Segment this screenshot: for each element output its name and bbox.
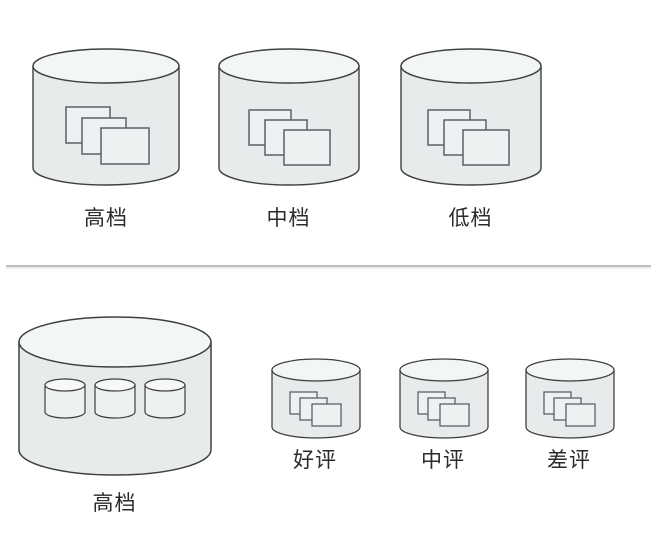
cylinder-label-bottom-big: 高档 xyxy=(92,492,137,515)
document-icon-3 xyxy=(311,403,342,427)
document-icon-3 xyxy=(439,403,470,427)
document-icon-3 xyxy=(565,403,596,427)
cylinder-bottom-big[interactable] xyxy=(18,316,212,476)
document-icon-3 xyxy=(462,129,510,166)
inner-cylinder-top xyxy=(44,378,86,392)
inner-cylinder-2 xyxy=(94,378,136,419)
cylinder-top-ellipse xyxy=(18,316,212,368)
document-stack-icon xyxy=(417,391,470,427)
cylinder-bottom-1[interactable] xyxy=(271,358,361,439)
inner-cylinder-body xyxy=(44,384,86,419)
inner-cylinder-1 xyxy=(44,378,86,419)
inner-cylinder-body xyxy=(94,384,136,419)
document-stack-icon xyxy=(248,109,331,166)
inner-cylinder-top xyxy=(144,378,186,392)
cylinder-label-top-3: 低档 xyxy=(448,207,493,230)
inner-cylinder-top xyxy=(94,378,136,392)
inner-cylinder-3 xyxy=(144,378,186,419)
cylinder-top-ellipse xyxy=(399,358,489,382)
cylinder-label-top-1: 高档 xyxy=(84,207,128,230)
cylinder-bottom-3[interactable] xyxy=(525,358,615,439)
cylinder-top-3[interactable] xyxy=(400,48,542,186)
document-icon-3 xyxy=(100,127,150,165)
document-stack-icon xyxy=(65,106,150,165)
cylinder-top-1[interactable] xyxy=(32,48,180,186)
cylinder-label-top-2: 中档 xyxy=(266,207,311,230)
document-icon-3 xyxy=(283,129,331,166)
cylinder-label-bottom-1: 好评 xyxy=(293,449,337,472)
cylinder-label-bottom-2: 中评 xyxy=(421,449,465,472)
document-stack-icon xyxy=(543,391,596,427)
document-stack-icon xyxy=(289,391,342,427)
cylinder-top-ellipse xyxy=(218,48,360,84)
cylinder-top-ellipse xyxy=(271,358,361,382)
cylinder-bottom-2[interactable] xyxy=(399,358,489,439)
inner-cylinder-body xyxy=(144,384,186,419)
cylinder-top-2[interactable] xyxy=(218,48,360,186)
document-stack-icon xyxy=(427,109,510,166)
cylinder-top-ellipse xyxy=(32,48,180,84)
cylinder-label-bottom-3: 差评 xyxy=(547,449,591,472)
cylinder-top-ellipse xyxy=(400,48,542,84)
cylinder-top-ellipse xyxy=(525,358,615,382)
